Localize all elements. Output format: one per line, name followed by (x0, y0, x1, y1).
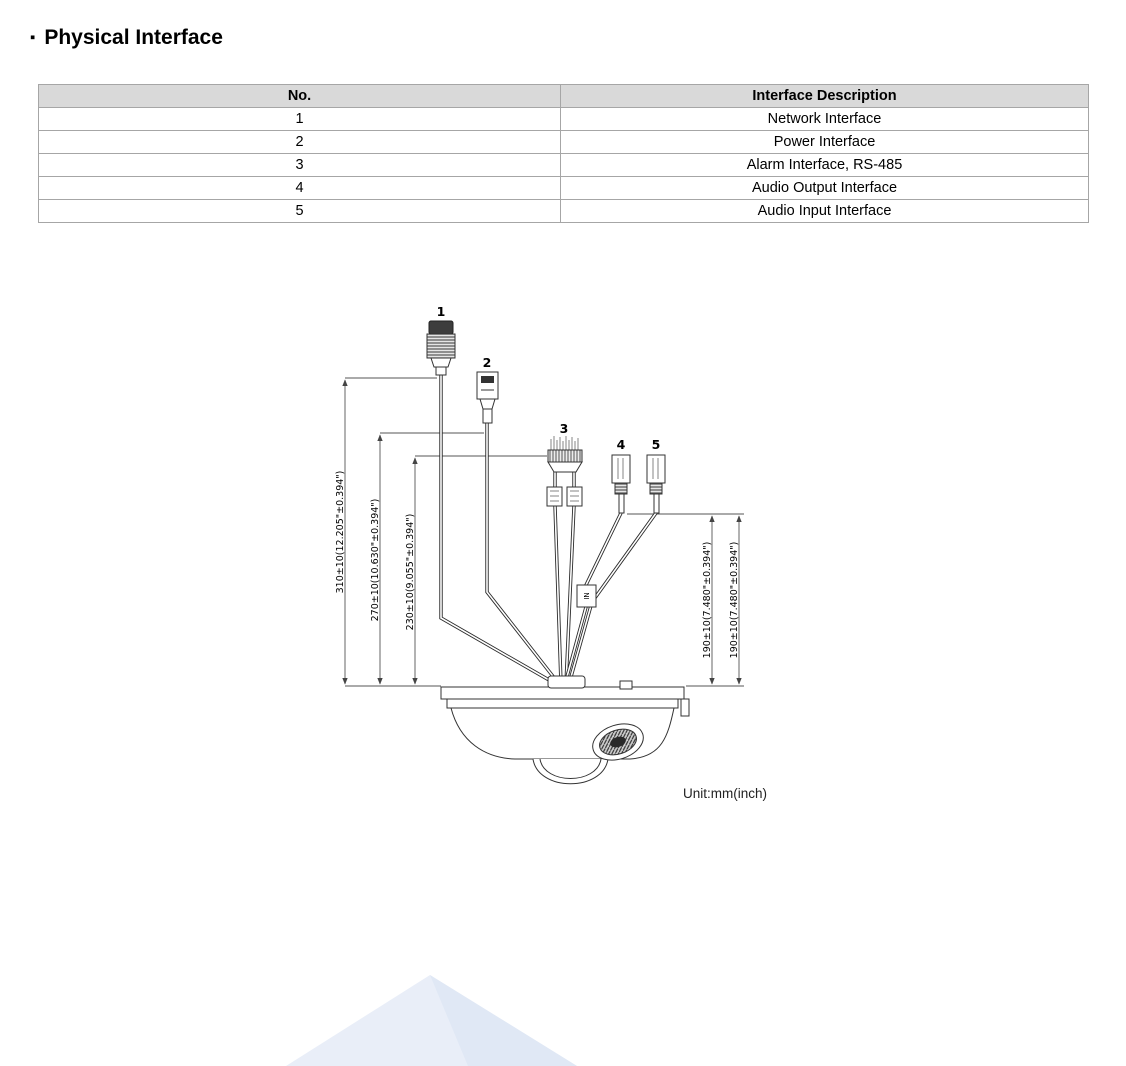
cell-no: 1 (38, 107, 561, 131)
table-header-row: No. Interface Description (38, 84, 1089, 108)
dimension-label-310: 310±10(12.205"±0.394") (335, 471, 346, 594)
connector-label-4: 4 (617, 437, 626, 452)
top-plate-notch (619, 680, 633, 690)
cell-no: 4 (38, 176, 561, 200)
section-title-row: ▪ Physical Interface (30, 26, 223, 50)
table-row: 5 Audio Input Interface (38, 199, 1089, 223)
extension-lines (345, 377, 744, 687)
connector-network-plug (426, 320, 456, 376)
page-title: Physical Interface (44, 26, 223, 49)
interface-table: No. Interface Description 1 Network Inte… (38, 84, 1089, 223)
dimension-label-190-b: 190±10(7.480"±0.394") (729, 542, 740, 659)
table-row: 1 Network Interface (38, 107, 1089, 131)
cables (439, 370, 658, 686)
dimension-label-190-a: 190±10(7.480"±0.394") (702, 542, 713, 659)
dimension-label-270: 270±10(10.630"±0.394") (370, 499, 381, 622)
connector-alarm-terminal (546, 436, 583, 507)
dome-bubble (532, 758, 609, 785)
connector-label-1: 1 (437, 304, 446, 319)
dome-camera-body (440, 675, 690, 785)
dimension-label-230: 230±10(9.055"±0.394") (405, 514, 416, 631)
fisheye-lens (592, 723, 644, 761)
cable-entry-gland (547, 675, 586, 689)
cell-description: Audio Output Interface (560, 176, 1089, 200)
cell-no: 3 (38, 153, 561, 177)
cable-label-box-left (546, 486, 563, 507)
cell-description: Audio Input Interface (560, 199, 1089, 223)
square-bullet-icon: ▪ (30, 28, 36, 46)
column-header-description: Interface Description (560, 84, 1089, 108)
watermark-triangle-shade (430, 975, 577, 1066)
connector-label-2: 2 (483, 355, 492, 370)
connector-label-3: 3 (560, 421, 569, 436)
cell-no: 2 (38, 130, 561, 154)
cable-label-box-right (566, 486, 583, 507)
table-row: 2 Power Interface (38, 130, 1089, 154)
camera-dimension-diagram: 310±10(12.205"±0.394") 270±10(10.630"±0.… (335, 304, 767, 801)
connector-label-5: 5 (652, 437, 661, 452)
unit-label: Unit:mm(inch) (683, 786, 767, 801)
cell-no: 5 (38, 199, 561, 223)
connector-power-plug (476, 371, 499, 424)
cable-tag-label: IN (583, 592, 591, 599)
connector-audio-out-plug (611, 454, 631, 514)
dimension-lines (342, 379, 742, 685)
cable-tag-box: IN (576, 584, 597, 608)
cell-description: Alarm Interface, RS-485 (560, 153, 1089, 177)
column-header-no: No. (38, 84, 561, 108)
cell-description: Network Interface (560, 107, 1089, 131)
cell-description: Power Interface (560, 130, 1089, 154)
table-row: 4 Audio Output Interface (38, 176, 1089, 200)
watermark-triangle (286, 975, 577, 1066)
connector-audio-in-plug (646, 454, 666, 514)
table-row: 3 Alarm Interface, RS-485 (38, 153, 1089, 177)
